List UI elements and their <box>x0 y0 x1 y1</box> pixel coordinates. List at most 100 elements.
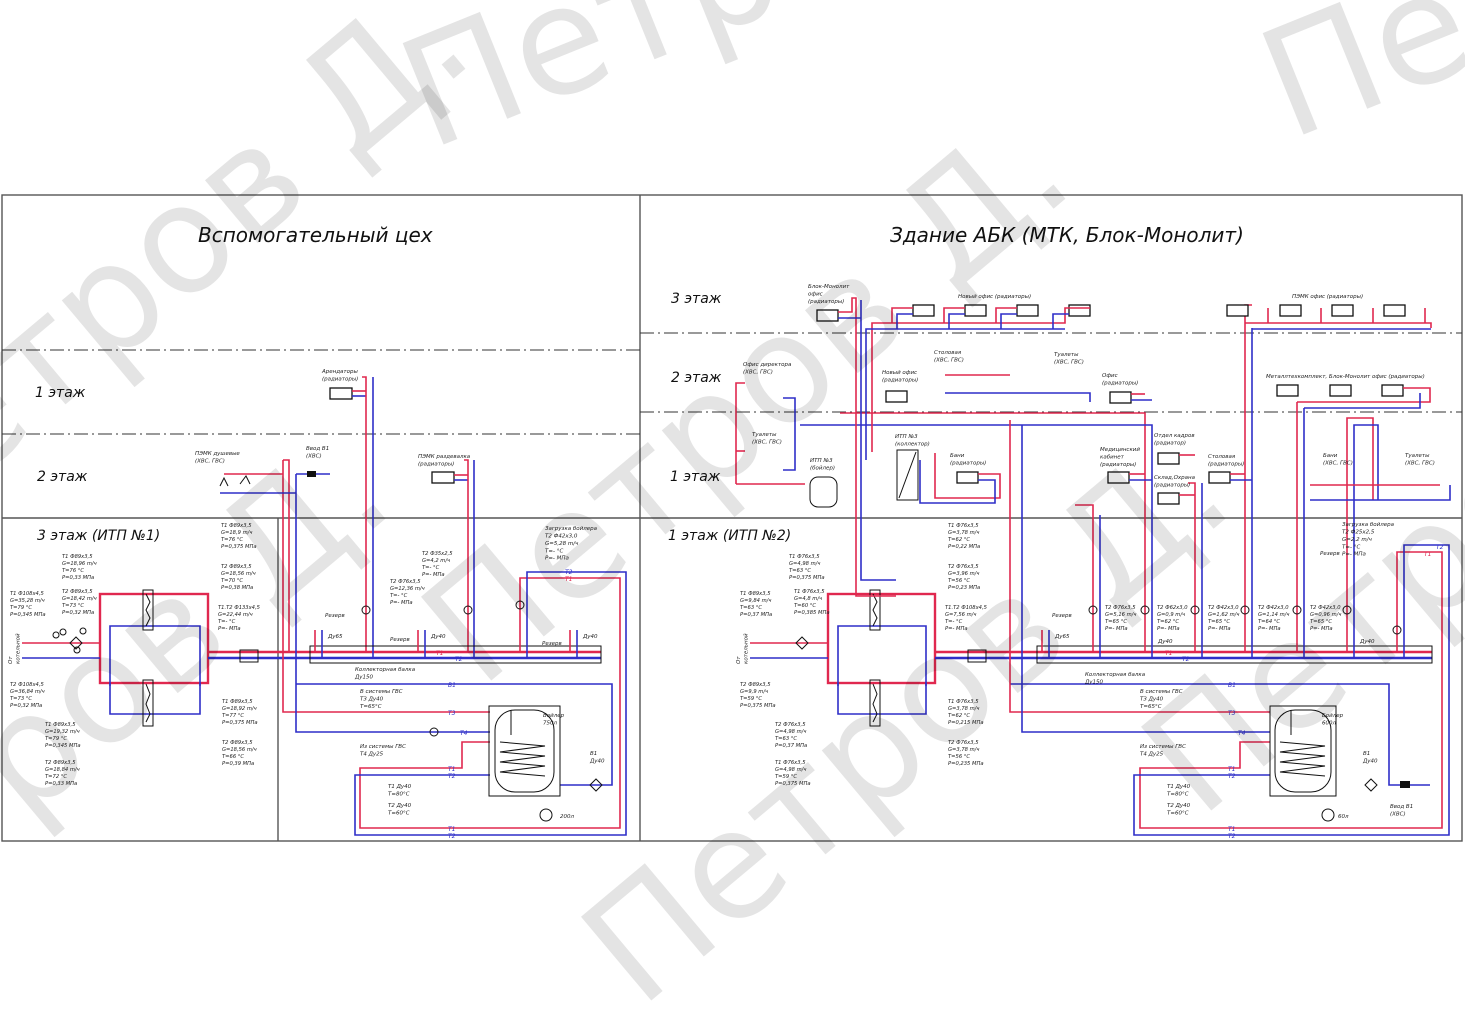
text-line: От <box>736 656 742 664</box>
text-line: Т3 Ду40 <box>1140 696 1164 702</box>
exp-tank-label: 200л <box>560 814 574 820</box>
text-line: T=62 °C <box>948 537 970 543</box>
text-line: P=0,33 МПа <box>62 575 94 581</box>
pipe-tag: Т1 <box>436 650 443 657</box>
pipe-tag: Т3 <box>448 710 456 717</box>
pipe-tag: Т1 <box>448 826 455 833</box>
from-boiler-house-label: Откотельной <box>736 633 749 664</box>
pipe-tag: Т2 <box>1182 656 1190 663</box>
dhw-boiler-tank <box>1269 705 1410 822</box>
text-line: Туалеты <box>752 432 777 438</box>
dn-label: Ду40 <box>1157 639 1173 645</box>
text-line: ИТП №3 <box>810 458 833 464</box>
floor-label: 1 этаж (ИТП №2) <box>668 528 791 544</box>
text-line: Т2 Ф89х3,5 <box>62 589 93 595</box>
text-line: P=- МПа <box>1157 626 1180 632</box>
text-line: Новый офис <box>882 370 917 376</box>
text-line: Т1 Ф76х3,5 <box>775 760 806 766</box>
text-line: Т2 Ф76х3,5 <box>948 564 979 570</box>
text-line: G=18,9 m/ч <box>221 530 252 536</box>
consumer-label: Металлтехкомплект, Блок-Монолит офис (ра… <box>1266 374 1425 380</box>
text-line: G=4,2 m/ч <box>422 558 450 564</box>
text-line: (радиаторы) <box>1100 462 1136 468</box>
text-line: P=- МПа <box>1310 626 1333 632</box>
text-line: кабинет <box>1100 454 1125 460</box>
text-line: Т2 Ф42х3,0 <box>545 533 578 539</box>
text-line: Т2 Ф89х3,5 <box>740 682 771 688</box>
pipe-tag: В1 <box>448 682 456 689</box>
pipe-tag: Т2 <box>1436 544 1444 551</box>
text-line: Бойлер <box>543 713 565 719</box>
consumer-label: Столовая(радиаторы) <box>1208 454 1244 467</box>
consumer-label: Новый офис (радиаторы) <box>958 294 1031 300</box>
text-line: T=65 °C <box>1310 619 1332 625</box>
text-line: Т2 Ф89х3,5 <box>221 564 252 570</box>
text-line: T=79 °C <box>10 605 32 611</box>
floor-label: 2 этаж <box>37 469 88 485</box>
text-line: Коллекторная балка <box>355 667 416 673</box>
reserve-label: Резерв <box>390 637 410 643</box>
text-line: Столовая <box>1208 454 1236 460</box>
text-line: G=18,92 m/ч <box>222 706 257 712</box>
text-line: P=- МПа <box>1105 626 1128 632</box>
text-line: G=4,98 m/ч <box>775 729 806 735</box>
text-line: Офис директора <box>743 362 792 368</box>
text-line: T=- °C <box>545 548 563 554</box>
text-line: G=4,98 m/ч <box>775 767 806 773</box>
text-line: T=76 °C <box>62 568 84 574</box>
text-line: T=56 °C <box>948 754 970 760</box>
text-line: Т2 Ф76х3,5 <box>948 740 979 746</box>
text-line: T=- °C <box>390 593 408 599</box>
text-line: P=0,345 МПа <box>10 612 46 618</box>
water-inlet-label: Ввод В1(ХВС) <box>306 446 329 459</box>
text-line: (радиаторы) <box>1154 482 1190 488</box>
text-line: (радиаторы) <box>950 460 986 466</box>
from-boiler-house-label: Откотельной <box>8 633 21 664</box>
consumer-label: Бани(радиаторы) <box>950 453 986 466</box>
text-line: Т2 Ду40 <box>1167 803 1191 809</box>
text-line: T=80°C <box>1167 791 1189 797</box>
consumer-label: Отдел кадров(радиатор) <box>1154 433 1195 446</box>
text-line: Загрузка бойлера <box>1342 522 1395 528</box>
text-line: Т1 Ф76х3,5 <box>948 699 979 705</box>
pipe-tag: Т1 <box>565 576 572 583</box>
pipe-tag: Т2 <box>448 833 456 840</box>
itp1-substation <box>22 589 601 727</box>
text-line: (радиаторы) <box>1208 461 1244 467</box>
exp-tank-label: 60л <box>1338 814 1349 820</box>
text-line: Т2 Ф42х3,0 <box>1310 605 1341 611</box>
text-line: офис <box>808 291 823 297</box>
text-line: G=18,96 m/ч <box>62 561 97 567</box>
text-line: ПЭМК душевые <box>195 451 240 457</box>
text-line: (радиаторы) <box>882 377 918 383</box>
reserve-label: Резерв <box>542 641 562 647</box>
text-line: (ХВС, ГВС) <box>1054 359 1084 365</box>
text-line: G=18,56 m/ч <box>222 747 257 753</box>
text-line: G=9,9 m/ч <box>740 689 768 695</box>
text-line: Ввод В1 <box>306 446 329 452</box>
text-line: G=4,8 m/ч <box>794 596 822 602</box>
text-line: От <box>8 656 14 664</box>
dn-label: Ду40 <box>430 634 446 640</box>
collector-beam <box>309 645 602 664</box>
text-line: Т1 Ф76х3,5 <box>948 523 979 529</box>
text-line: Т3 Ду40 <box>360 696 384 702</box>
text-line: Т2 Ф25х2,5 <box>1342 529 1375 535</box>
text-line: Из системы ГВС <box>1140 744 1186 750</box>
text-line: G=22,44 m/ч <box>218 612 253 618</box>
text-line: G=0,96 m/ч <box>1310 612 1341 618</box>
water-meter-icon <box>307 471 316 477</box>
text-line: Т1.Т2 Ф133х4,5 <box>218 605 261 611</box>
text-line: T=- °C <box>945 619 963 625</box>
text-line: T=59 °C <box>775 774 797 780</box>
